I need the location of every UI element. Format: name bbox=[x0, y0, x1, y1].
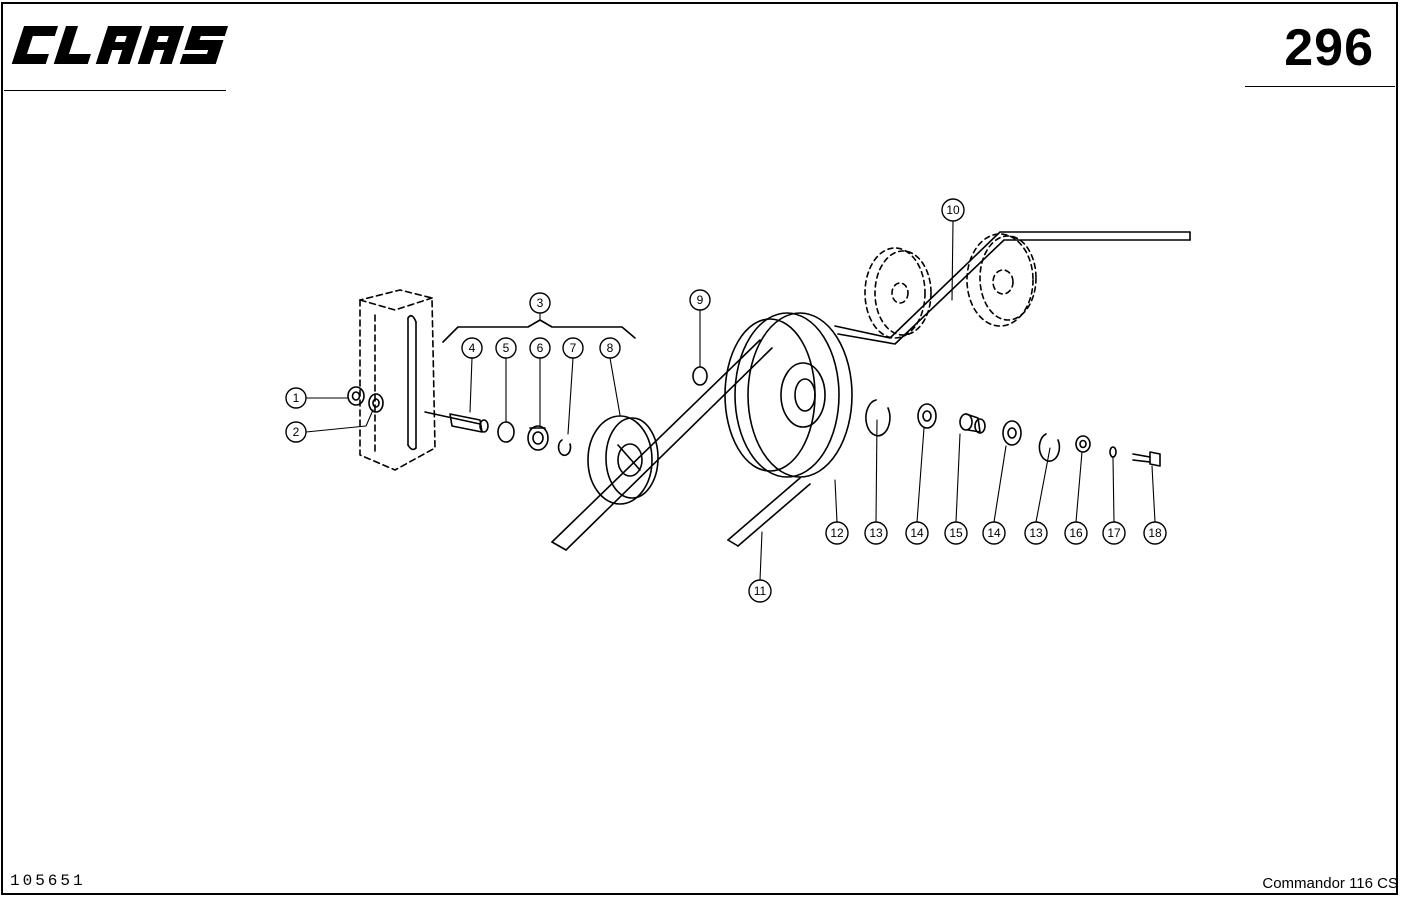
v-belt-lower bbox=[551, 339, 773, 551]
part-sleeve-15 bbox=[959, 413, 986, 434]
svg-text:13: 13 bbox=[1029, 526, 1043, 540]
svg-text:5: 5 bbox=[503, 341, 510, 355]
svg-text:7: 7 bbox=[570, 341, 577, 355]
callouts: 1 2 3 4 5 6 7 8 bbox=[285, 198, 1167, 603]
callout-7: 7 bbox=[562, 337, 584, 359]
callout-8: 8 bbox=[599, 337, 621, 359]
svg-text:13: 13 bbox=[869, 526, 883, 540]
drawing-number: 105651 bbox=[10, 872, 86, 890]
callout-14b: 14 bbox=[982, 521, 1006, 545]
part-circlip-13a bbox=[865, 399, 891, 437]
svg-text:9: 9 bbox=[697, 293, 704, 307]
v-belt-upper-10 bbox=[834, 231, 1191, 345]
callout-1: 1 bbox=[285, 387, 307, 409]
svg-text:11: 11 bbox=[754, 584, 767, 598]
svg-text:8: 8 bbox=[607, 341, 614, 355]
callout-4: 4 bbox=[461, 337, 483, 359]
callout-14a: 14 bbox=[905, 521, 929, 545]
part-ring-5 bbox=[497, 421, 515, 443]
part-main-pulley-12 bbox=[724, 312, 853, 478]
callout-15: 15 bbox=[944, 521, 968, 545]
callout-6: 6 bbox=[529, 337, 551, 359]
callout-12: 12 bbox=[825, 521, 849, 545]
callout-13a: 13 bbox=[864, 521, 888, 545]
mounting-bracket bbox=[359, 289, 436, 471]
svg-text:1: 1 bbox=[293, 391, 300, 405]
leader-lines bbox=[305, 220, 1156, 581]
header-rule-right bbox=[1245, 86, 1395, 87]
part-bearing-14a bbox=[917, 403, 937, 429]
part-snap-ring-7 bbox=[557, 439, 572, 457]
part-washer-17 bbox=[1109, 446, 1117, 458]
svg-text:4: 4 bbox=[469, 341, 476, 355]
callout-11: 11 bbox=[748, 579, 772, 603]
svg-text:10: 10 bbox=[946, 203, 960, 217]
part-washer-2 bbox=[368, 393, 384, 413]
callout-17: 17 bbox=[1102, 521, 1126, 545]
claas-logo bbox=[11, 26, 229, 64]
callout-16: 16 bbox=[1064, 521, 1088, 545]
svg-text:3: 3 bbox=[537, 296, 544, 310]
part-stud-4 bbox=[424, 411, 489, 433]
part-bolt-18 bbox=[1132, 451, 1161, 467]
dashed-pulley-left bbox=[864, 247, 932, 339]
part-bearing-14b bbox=[1002, 420, 1022, 446]
header-rule-left bbox=[4, 90, 226, 91]
v-belt-11 bbox=[727, 477, 811, 547]
svg-text:6: 6 bbox=[537, 341, 544, 355]
svg-text:16: 16 bbox=[1069, 526, 1083, 540]
svg-text:12: 12 bbox=[830, 526, 844, 540]
model-name: Commandor 116 CS bbox=[1262, 875, 1398, 892]
part-idler-pulley-8 bbox=[587, 415, 659, 505]
part-nut-16 bbox=[1075, 435, 1091, 453]
callout-2: 2 bbox=[285, 421, 307, 443]
page-number: 296 bbox=[1284, 19, 1374, 77]
callout-9: 9 bbox=[689, 289, 711, 311]
part-circlip-13b bbox=[1038, 433, 1061, 462]
callout-13b: 13 bbox=[1024, 521, 1048, 545]
callout-18: 18 bbox=[1143, 521, 1167, 545]
part-bearing-6 bbox=[527, 425, 549, 451]
callout-10: 10 bbox=[941, 198, 965, 222]
svg-text:14: 14 bbox=[910, 526, 924, 540]
svg-text:14: 14 bbox=[987, 526, 1001, 540]
dashed-pulley-right bbox=[966, 233, 1037, 327]
part-nut-1 bbox=[347, 386, 365, 406]
bracket-slot bbox=[407, 314, 417, 451]
svg-text:17: 17 bbox=[1107, 526, 1121, 540]
svg-text:2: 2 bbox=[293, 425, 300, 439]
callout-5: 5 bbox=[495, 337, 517, 359]
part-washer-9 bbox=[692, 366, 708, 386]
svg-text:18: 18 bbox=[1148, 526, 1162, 540]
callout-3: 3 bbox=[529, 292, 551, 314]
svg-text:15: 15 bbox=[949, 526, 963, 540]
